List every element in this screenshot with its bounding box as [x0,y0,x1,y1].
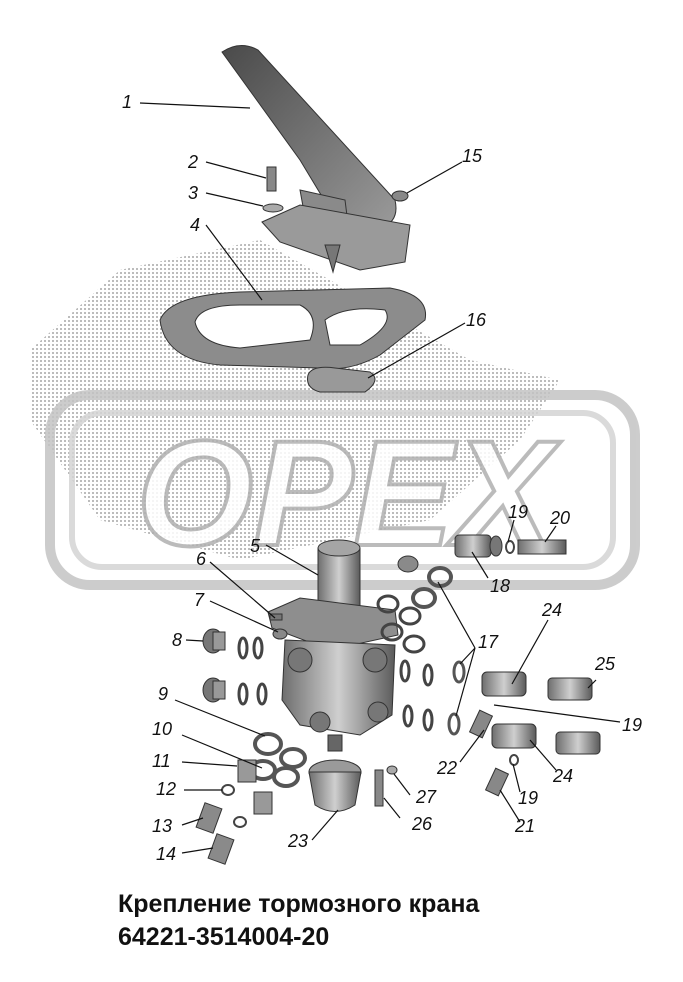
connector-14 [207,833,235,865]
elbow-18 [454,534,503,558]
elbow-24 [481,671,527,697]
callout-26: 26 [411,814,433,834]
pin-27 [386,765,398,775]
ring-12b [233,816,247,828]
callout-19: 19 [508,502,528,522]
exploded-parts-diagram: OPEX [30,45,642,865]
o-rings-right [376,594,434,732]
elbow-24b [491,723,537,749]
ring-12 [221,784,235,796]
rings-17 [397,555,466,736]
adapter-25b [555,731,601,755]
bolt-2 [266,166,277,192]
callout-11: 11 [152,751,171,771]
connector-22 [468,709,494,739]
callout-25: 25 [594,654,616,674]
callout-3: 3 [188,183,198,203]
adapter-25 [547,677,593,701]
cover-23 [308,759,362,812]
callout-23: 23 [287,831,308,851]
bolt-6 [269,613,283,621]
callout-24b: 24 [552,766,573,786]
seal-rings-9-10 [249,732,307,788]
pedal-mount-plate [261,204,411,274]
callout-13: 13 [152,816,172,836]
callout-numbers: 1 2 3 4 5 6 7 8 9 10 11 12 13 14 15 16 1… [122,92,642,864]
gasket-16 [307,366,376,393]
gasket-4 [159,287,427,370]
callout-21: 21 [514,816,535,836]
callout-24: 24 [541,600,562,620]
callout-9: 9 [158,684,168,704]
connector-13 [195,802,223,834]
washer-3 [262,203,284,213]
caption-part-number: 64221-3514004-20 [118,923,330,951]
connector-21 [484,767,510,797]
callout-14: 14 [156,844,176,864]
callout-6: 6 [196,549,207,569]
callout-1: 1 [122,92,132,112]
screw-15 [391,190,409,202]
callout-2: 2 [187,152,198,172]
leader-lines [139,102,621,854]
callout-16: 16 [466,310,487,330]
ring-19 [505,540,515,554]
callout-10: 10 [152,719,172,739]
callout-7: 7 [194,590,205,610]
callout-5: 5 [250,536,261,556]
callout-12: 12 [156,779,176,799]
callout-18: 18 [490,576,510,596]
callout-20: 20 [549,508,570,528]
o-rings-left [237,636,268,706]
plug-8 [202,628,226,654]
callout-15: 15 [462,146,483,166]
tube-20 [517,539,567,555]
callout-19b: 19 [622,715,642,735]
callout-19c: 19 [518,788,538,808]
bolt-26 [374,769,384,807]
callout-27: 27 [415,787,437,807]
callout-8: 8 [172,630,182,650]
brake-valve-assembly [267,539,399,752]
callout-4: 4 [190,215,200,235]
ring-19c [509,754,519,766]
plug-8b [202,677,226,703]
callout-17: 17 [478,632,499,652]
fitting-11 [237,759,273,815]
callout-22: 22 [436,758,457,778]
caption-title: Крепление тормозного крана [118,890,480,918]
